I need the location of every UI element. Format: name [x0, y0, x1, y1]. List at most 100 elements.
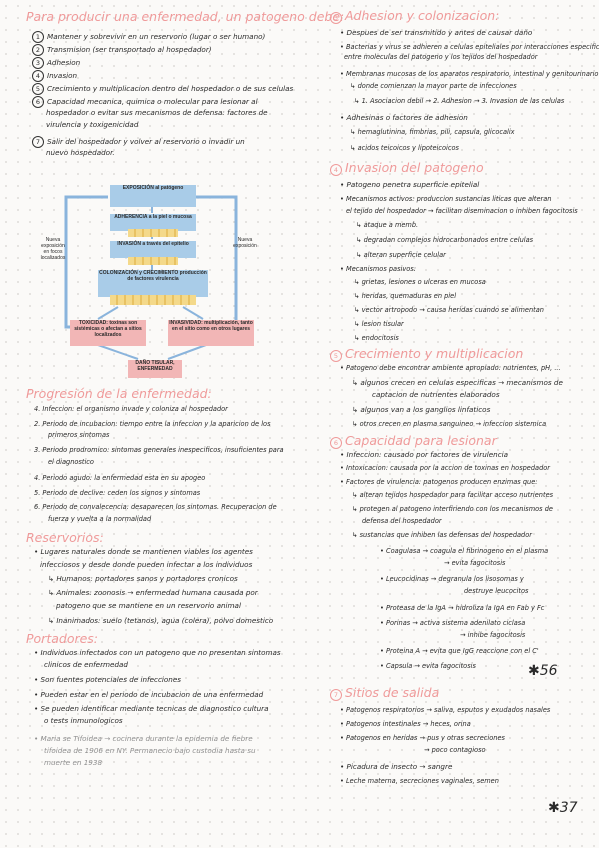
invasion-b2-sub-1: ↳ ataque a memb. — [356, 221, 419, 229]
arrow-4 — [97, 306, 119, 320]
adhesion-b3: • Membranas mucosas de los aparatos resp… — [340, 70, 599, 78]
reservorios-title: Reservorios: — [26, 530, 104, 545]
box-colonizacion: COLONIZACIÓN y CRECIMIENTO producción de… — [98, 270, 208, 297]
progression-item-3-cont: el diagnostico — [48, 458, 94, 466]
capacidad-b1: • Infeccion: causado por factores de vir… — [340, 450, 509, 459]
adhesion-b4-sub-1: ↳ hemaglutinina, fimbrias, pili, capsula… — [350, 128, 515, 136]
box-adherencia: ADHERENCIA a la piel o mucosa — [110, 214, 196, 231]
step-6-cont-2: virulencia y toxigenicidad — [46, 120, 139, 129]
adhesion-b3-sub-2: ↳ 1. Asociacion debil → 2. Adhesion → 3.… — [354, 97, 565, 105]
box-toxicidad: TOXICIDAD: toxinas son sistémicas o afec… — [70, 320, 146, 346]
reservorios-animales-cont: patogeno que se mantiene en un reservori… — [56, 601, 241, 610]
capacidad-b3-sub-2: ↳ protegen al patogeno interfiriendo con… — [352, 505, 553, 513]
progression-item-2: 2. Periodo de incubacion: tiempo entre l… — [34, 420, 271, 428]
progression-item-5: 5. Periodo de declive: ceden los signos … — [34, 489, 201, 497]
progression-item-6-cont: fuerza y vuelta a la normalidad — [48, 515, 152, 523]
invasion-b3-sub-1: ↳ grietas, lesiones o ulceras en mucosa — [354, 278, 486, 286]
capacidad-b3-sub-1: ↳ alteran tejidos hospedador para facili… — [352, 491, 554, 499]
salida-b3: • Patogenos en heridas → pus y otras sec… — [340, 734, 505, 742]
page-mark-56: ✱56 — [528, 663, 558, 679]
salida-b1: • Patogenos respiratorios → saliva, espu… — [340, 706, 551, 714]
salida-b2: • Patogenos intestinales → heces, orina — [340, 720, 471, 728]
step-6-cont-1: hospedador o evitar sus mecanismos de de… — [46, 108, 268, 117]
epithelium-strip-3 — [110, 295, 196, 305]
proteina-a: • Proteina A → evita que IgG reaccione c… — [380, 647, 539, 655]
portadores-title: Portadores: — [26, 631, 99, 646]
box-invasion: INVASIÓN a través del epitelio — [110, 241, 196, 258]
crecimiento-sub-2: ↳ algunos van a los ganglios linfaticos — [352, 405, 491, 414]
arrow-6 — [97, 344, 139, 360]
coagulasa: • Coagulasa → coagula el fibrinogeno en … — [380, 547, 549, 555]
box-dano-tisular: DAÑO TISULAR, ENFERMEDAD — [128, 360, 182, 378]
pathogenesis-diagram: EXPOSICIÓN al patógeno ADHERENCIA a la p… — [18, 177, 286, 397]
adhesion-b2: • Bacterias y virus se adhieren a celula… — [340, 43, 599, 51]
box-exposicion: EXPOSICIÓN al patógeno — [110, 185, 196, 207]
arrow-7 — [167, 344, 207, 360]
epithelium-strip-2 — [128, 257, 178, 265]
reservorios-humanos: ↳ Humanos: portadores sanos y portadores… — [48, 574, 238, 583]
adhesion-b3-sub-1: ↳ donde comienzan la mayor parte de infe… — [350, 82, 517, 90]
progression-title: Progresión de la enfermedad: — [26, 386, 212, 401]
portadores-b1: • Individuos infectados con un patogeno … — [34, 648, 281, 657]
leucocidinas-cont: destruye leucocitos — [464, 587, 529, 595]
right-loop-arrow — [196, 195, 238, 329]
capacidad-b2: • Intoxicacion: causada por la accion de… — [340, 464, 551, 472]
invasion-b3-sub-4: ↳ lesion tisular — [354, 320, 404, 328]
adhesion-b4: • Adhesinas o factores de adhesion — [340, 113, 468, 122]
progression-item-4: 4. Periodo agudo: la enfermedad esta en … — [34, 474, 206, 482]
portadores-note-2: tifoidea de 1906 en NY. Permanecio bajo … — [44, 746, 256, 755]
crecimiento-sub-1-cont: captacion de nutrientes elaborados — [372, 390, 500, 399]
crecimiento-sub-1: ↳ algunos crecen en celulas especificas … — [352, 378, 563, 387]
crecimiento-b1: • Patogeno debe encontrar ambiente aprop… — [340, 364, 561, 372]
page-mark-37: ✱37 — [548, 800, 578, 816]
portadores-b3: • Pueden estar en el periodo de incubaci… — [34, 690, 264, 699]
invasion-b2-sub-3: ↳ alteran superficie celular — [356, 251, 446, 259]
salida-b4: • Picadura de insecto → sangre — [340, 762, 453, 771]
invasion-b3-sub-5: ↳ endocitosis — [354, 334, 399, 342]
progression-item-1: 4. Infeccion: el organismo invade y colo… — [34, 405, 228, 413]
porinas: • Porinas → activa sistema adenilato cic… — [380, 619, 526, 627]
invasion-b2-cont: el tejido del hospedador → facilitan dis… — [346, 207, 578, 215]
portadores-b4-cont: o tests inmunologicos — [44, 716, 123, 725]
crecimiento-sub-3: ↳ otros crecen en plasma sanguineo → inf… — [352, 420, 547, 428]
coagulasa-cont: → evita fagocitosis — [444, 559, 506, 567]
label-right-loop: Nueva exposición — [233, 237, 257, 249]
adhesion-b1: • Despues de ser transmitido y antes de … — [340, 28, 533, 37]
proteasa-iga: • Proteasa de la IgA → hidroliza la IgA … — [380, 604, 545, 612]
invasion-b2-sub-2: ↳ degradan complejos hidrocarbonados ent… — [356, 236, 534, 244]
invasion-b3: • Mecanismos pasivos: — [340, 265, 416, 273]
portadores-b2: • Son fuentes potenciales de infecciones — [34, 675, 182, 684]
arrow-5 — [182, 306, 204, 320]
epithelium-strip-1 — [128, 229, 178, 237]
invasion-b2: • Mecanismos activos: produccion sustanc… — [340, 195, 552, 203]
left-loop-arrow — [64, 195, 108, 329]
progression-item-6: 6. Periodo de convalecencia: desaparecen… — [34, 503, 277, 511]
invasion-b1: • Patogeno penetra superficie epitelial — [340, 180, 480, 189]
portadores-b1-cont: clinicos de enfermedad — [44, 660, 128, 669]
progression-item-3: 3. Periodo prodromico: sintomas generale… — [34, 446, 284, 454]
label-left-loop: Nueva exposición en focos localizados — [40, 237, 66, 261]
step-7-cont: nuevo hospedador. — [46, 148, 115, 157]
portadores-b4: • Se pueden identificar mediante tecnica… — [34, 704, 269, 713]
portadores-note-3: muerte en 1938 — [44, 758, 103, 767]
reservorios-line-2: infecciosos y desde donde pueden infecta… — [40, 560, 253, 569]
portadores-note-1: • Maria se Tifoidea → cocinera durante l… — [34, 734, 253, 743]
salida-b5: • Leche materna, secreciones vaginales, … — [340, 777, 499, 785]
box-invasividad: INVASIVIDAD: multiplicación, tanto en el… — [168, 320, 254, 346]
invasion-b3-sub-2: ↳ heridas, quemaduras en piel — [354, 292, 457, 300]
capacidad-b3-sub-3: ↳ sustancias que inhiben las defensas de… — [352, 531, 532, 539]
salida-b3-cont: → poco contagioso — [424, 746, 486, 754]
capacidad-b3: • Factores de virulencia: patogenos prod… — [340, 478, 538, 486]
